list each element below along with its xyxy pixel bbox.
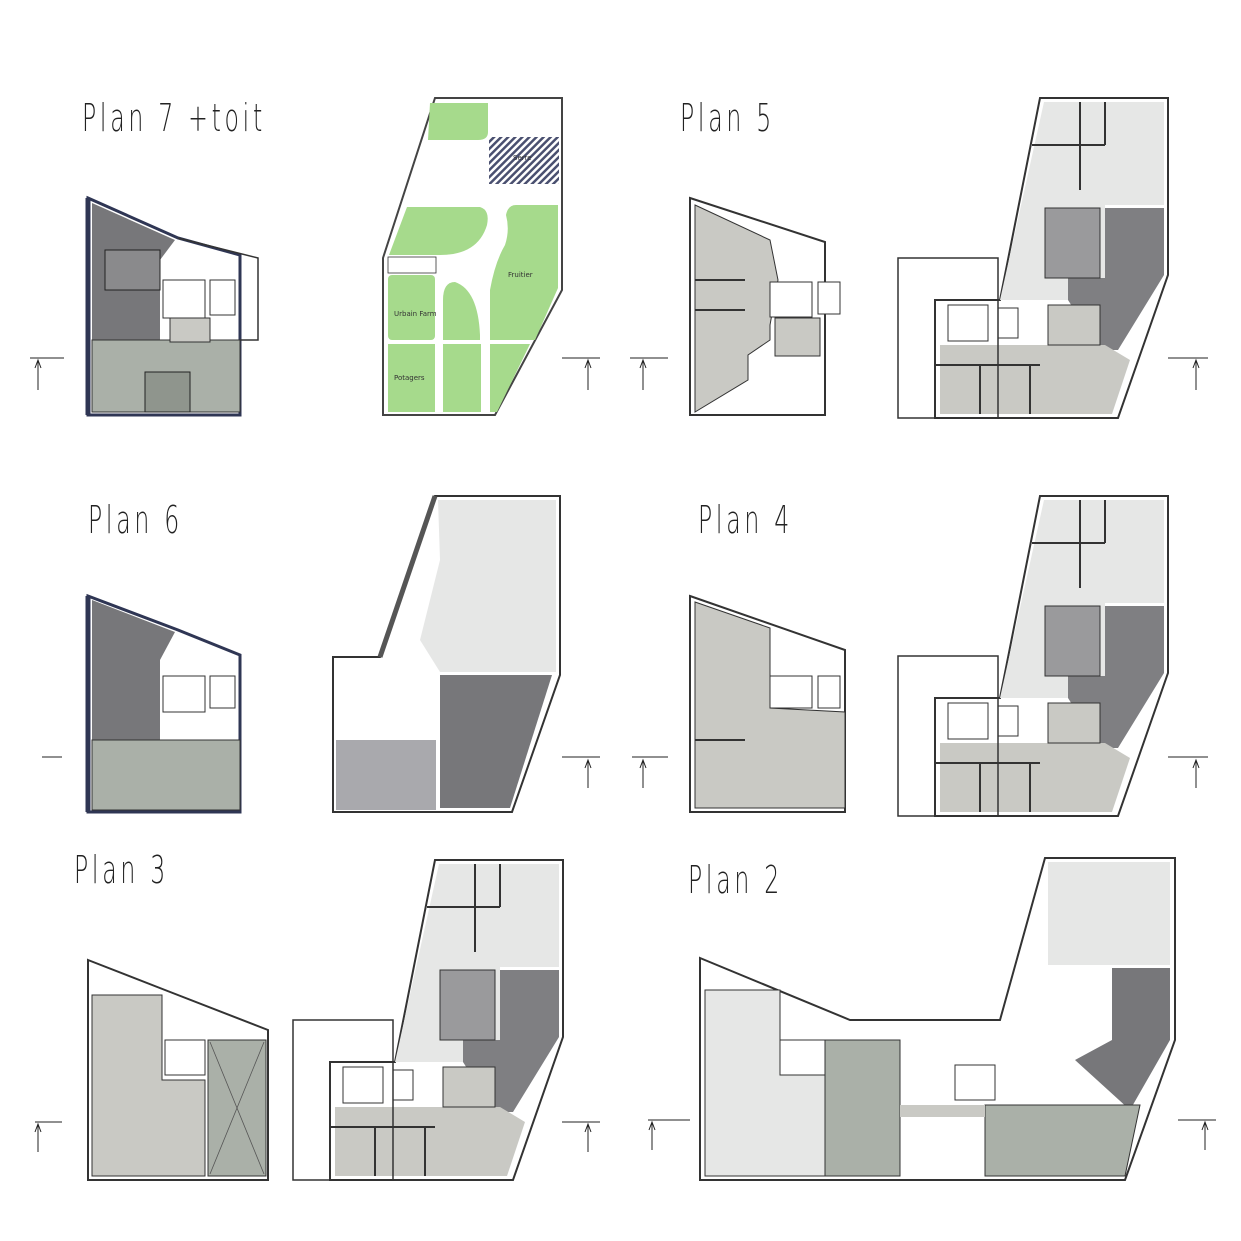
section-arrow-icon xyxy=(630,357,668,390)
section-arrow-icon xyxy=(1168,756,1208,788)
roof-plan-drawing: Serre Fruitier Urbain Farm Potagers xyxy=(382,97,563,416)
plan-7-unit-drawing xyxy=(85,195,259,417)
section-arrow-icon xyxy=(562,357,600,390)
plan-4-unit-drawing xyxy=(689,594,846,813)
section-arrow-icon xyxy=(1168,357,1208,390)
plan-3-building-drawing xyxy=(292,859,564,1181)
greenhouse-hatch xyxy=(489,137,559,184)
plan-4-building-drawing xyxy=(897,495,1169,817)
section-arrow-icon xyxy=(648,1119,690,1150)
title-plan-2: Plan 2 xyxy=(688,858,783,902)
section-markers xyxy=(30,357,1216,1152)
section-arrow-icon xyxy=(562,1121,600,1152)
title-plan-5: Plan 5 xyxy=(680,96,775,140)
title-plan-3: Plan 3 xyxy=(74,848,169,892)
section-arrow-icon xyxy=(30,357,64,390)
title-plan-7: Plan 7 +toit xyxy=(82,96,266,140)
plan-5-building-drawing xyxy=(897,97,1169,419)
section-arrow-icon xyxy=(632,756,668,788)
label-orchard: Fruitier xyxy=(508,271,533,279)
label-urban-farm: Urbain Farm xyxy=(394,310,437,318)
plan-5-unit-drawing xyxy=(689,196,841,416)
label-vegetable-gardens: Potagers xyxy=(394,374,425,382)
plan-2-drawing xyxy=(699,857,1176,1181)
plan-3-unit-drawing xyxy=(87,958,269,1181)
section-arrow-icon xyxy=(34,1121,62,1152)
garden-bed xyxy=(428,103,488,140)
title-plan-4: Plan 4 xyxy=(698,498,793,542)
label-greenhouse: Serre xyxy=(513,154,532,162)
section-arrow-icon xyxy=(1178,1119,1216,1150)
title-plan-6: Plan 6 xyxy=(88,498,183,542)
plan-6-building-drawing xyxy=(332,495,561,813)
plan-6-unit-drawing xyxy=(85,593,242,814)
section-arrow-icon xyxy=(562,756,600,788)
